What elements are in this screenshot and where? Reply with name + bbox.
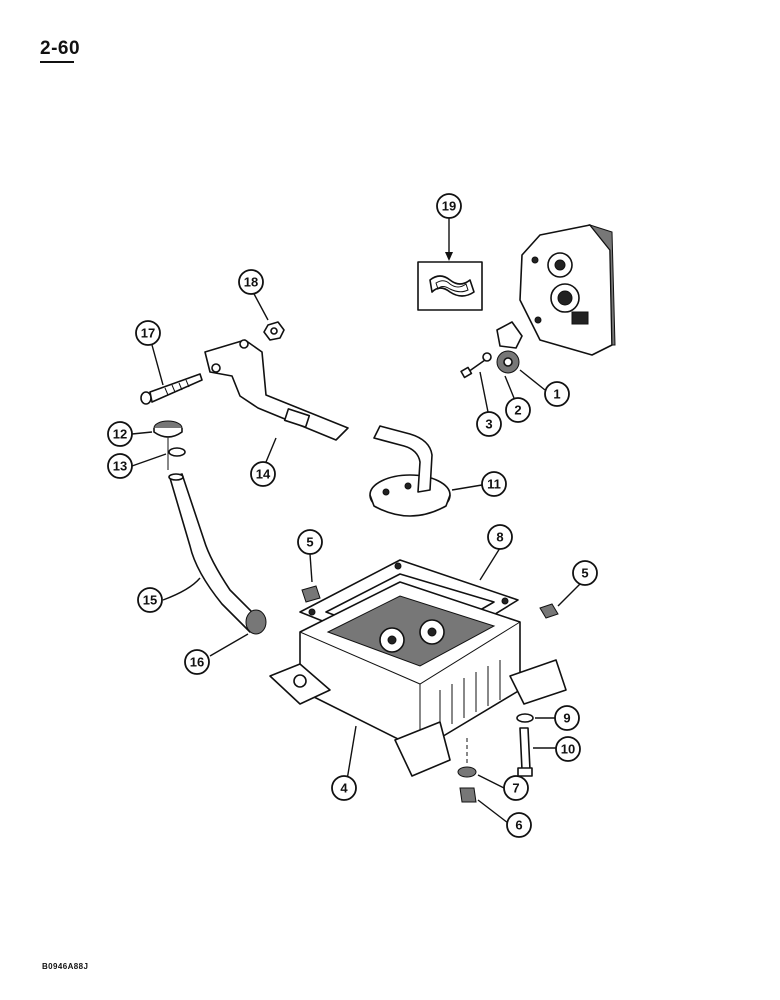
callout-12: 12 xyxy=(107,421,133,447)
svg-text:3: 3 xyxy=(485,417,492,432)
nut-18 xyxy=(263,321,285,341)
callout-11: 11 xyxy=(481,471,507,497)
svg-text:6: 6 xyxy=(515,818,522,833)
oil-pan-4 xyxy=(269,581,567,777)
washer-9 xyxy=(516,713,534,723)
dipstick-cap-12 xyxy=(153,420,183,470)
callout-7: 7 xyxy=(503,775,529,801)
callout-10: 10 xyxy=(555,736,581,762)
dipstick-tube-15 xyxy=(168,473,261,633)
svg-text:13: 13 xyxy=(113,459,127,474)
bolt-17 xyxy=(140,373,203,405)
svg-text:11: 11 xyxy=(487,477,501,492)
svg-text:19: 19 xyxy=(442,199,456,214)
pump-gear-assembly xyxy=(460,321,523,379)
callout-18: 18 xyxy=(238,269,264,295)
svg-text:14: 14 xyxy=(256,467,271,482)
o-ring-13 xyxy=(168,447,186,457)
plug-5-right xyxy=(539,603,559,619)
washer-7 xyxy=(457,766,477,778)
callout-5-right: 5 xyxy=(572,560,598,586)
bracket-14 xyxy=(204,339,349,441)
callout-2: 2 xyxy=(505,397,531,423)
callout-17: 17 xyxy=(135,320,161,346)
page-number: 2-60 xyxy=(40,38,81,59)
gasket-19 xyxy=(417,261,483,311)
svg-text:12: 12 xyxy=(113,427,127,442)
drawing-code: B0946A88J xyxy=(42,962,89,971)
callout-4: 4 xyxy=(331,775,357,801)
page-number-underline xyxy=(40,61,74,63)
callout-13: 13 xyxy=(107,453,133,479)
callout-15: 15 xyxy=(137,587,163,613)
callout-8: 8 xyxy=(487,524,513,550)
bolt-10 xyxy=(517,727,533,777)
callout-16: 16 xyxy=(184,649,210,675)
svg-text:17: 17 xyxy=(141,326,155,341)
callout-9: 9 xyxy=(554,705,580,731)
svg-text:8: 8 xyxy=(496,530,503,545)
svg-text:10: 10 xyxy=(561,742,575,757)
svg-text:5: 5 xyxy=(581,566,588,581)
pump-housing xyxy=(519,224,616,356)
callout-14: 14 xyxy=(250,461,276,487)
svg-text:1: 1 xyxy=(553,387,560,402)
callout-19: 19 xyxy=(436,193,462,219)
plug-5-left xyxy=(301,585,321,603)
svg-text:5: 5 xyxy=(306,535,313,550)
svg-text:18: 18 xyxy=(244,275,258,290)
svg-text:9: 9 xyxy=(563,711,570,726)
svg-text:4: 4 xyxy=(340,781,348,796)
svg-text:15: 15 xyxy=(143,593,157,608)
oil-pickup-11 xyxy=(369,425,451,517)
svg-text:16: 16 xyxy=(190,655,204,670)
nut-6 xyxy=(459,787,477,803)
svg-text:7: 7 xyxy=(512,781,519,796)
callout-3: 3 xyxy=(476,411,502,437)
callout-6: 6 xyxy=(506,812,532,838)
svg-text:2: 2 xyxy=(514,403,521,418)
callout-1: 1 xyxy=(544,381,570,407)
tube-end-16 xyxy=(245,609,267,635)
callout-5-left: 5 xyxy=(297,529,323,555)
